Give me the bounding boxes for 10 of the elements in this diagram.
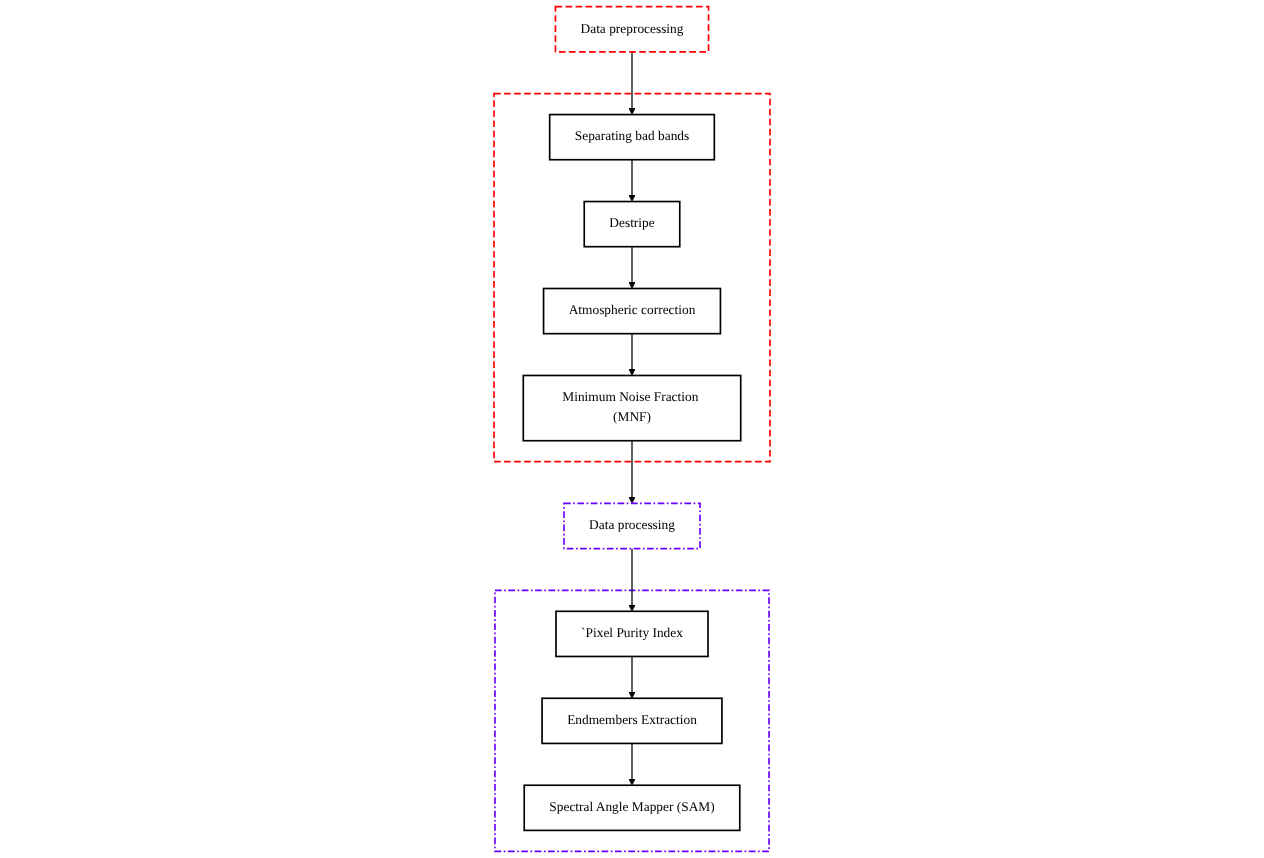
arrow bbox=[628, 159, 636, 202]
arrow bbox=[628, 440, 636, 504]
cluster bbox=[493, 92, 771, 463]
arrow bbox=[628, 333, 636, 376]
arrow bbox=[628, 246, 636, 289]
cluster bbox=[494, 589, 770, 853]
arrow bbox=[628, 51, 636, 115]
arrow bbox=[628, 547, 636, 612]
arrow bbox=[628, 655, 636, 699]
arrow bbox=[628, 742, 636, 786]
